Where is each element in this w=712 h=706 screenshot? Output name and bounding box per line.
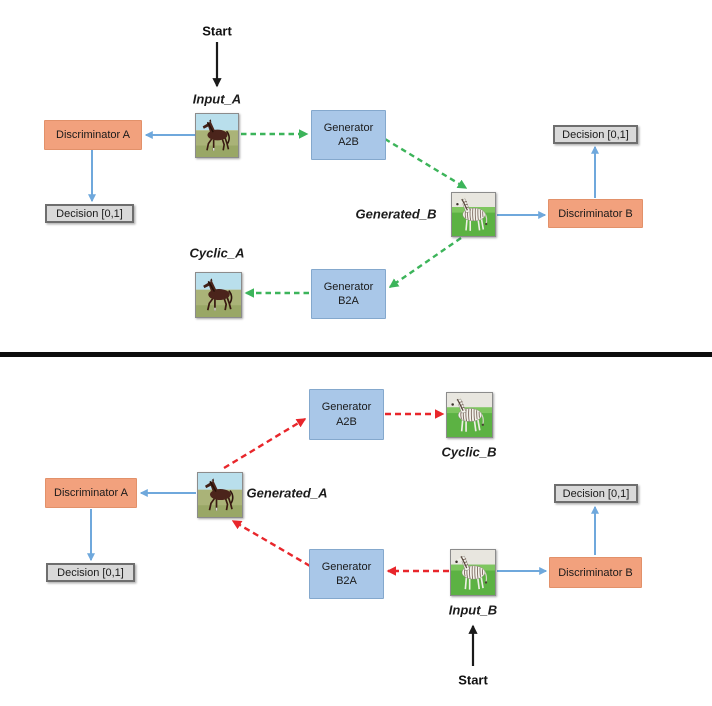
- discriminator-a-label-bottom: Discriminator A: [54, 487, 128, 499]
- section-divider: [0, 352, 712, 357]
- generator-b2a-box-top: Generator B2A: [311, 269, 386, 319]
- input-b-label: Input_B: [448, 602, 498, 618]
- cyclic-b-label: Cyclic_B: [441, 444, 497, 460]
- discriminator-b-box-top: Discriminator B: [548, 199, 643, 228]
- input-b-image: [450, 549, 496, 596]
- generator-b2a-label-bottom-line1: Generator: [321, 560, 372, 573]
- generator-b2a-label-top-line1: Generator: [323, 280, 374, 293]
- decision-box-a-top: Decision [0,1]: [45, 204, 134, 223]
- decision-label-b-top: Decision [0,1]: [562, 128, 629, 141]
- cyclic-a-label: Cyclic_A: [189, 245, 245, 261]
- generated-a-label: Generated_A: [246, 485, 328, 501]
- zebra-illustration: [451, 550, 495, 595]
- generator-a2b-label-top-line1: Generator: [323, 121, 374, 134]
- decision-box-a-bottom: Decision [0,1]: [46, 563, 135, 582]
- edge-generator-b2a-to-generated-a: [231, 519, 311, 568]
- horse-illustration: [198, 473, 242, 517]
- generator-b2a-label-top-line2: B2A: [338, 295, 359, 307]
- generator-a2b-box-top: Generator A2B: [311, 110, 386, 160]
- generated-b-label: Generated_B: [355, 206, 437, 222]
- decision-label-a-top: Decision [0,1]: [56, 207, 123, 220]
- generator-a2b-label-bottom-line2: A2B: [336, 415, 357, 428]
- decision-box-b-bottom: Decision [0,1]: [554, 484, 638, 503]
- edge-generator-a2b-to-generated-b: [384, 137, 468, 190]
- start-label-top: Start: [202, 23, 232, 39]
- input-a-image: [195, 113, 239, 158]
- discriminator-a-box-bottom: Discriminator A: [45, 478, 137, 508]
- discriminator-b-label-top: Discriminator B: [558, 207, 633, 220]
- generator-a2b-box-bottom: Generator A2B: [309, 389, 384, 440]
- horse-illustration: [196, 273, 241, 317]
- generator-a2b-label-top-line2: A2B: [338, 136, 359, 148]
- decision-label-b-bottom: Decision [0,1]: [562, 487, 630, 500]
- discriminator-b-label-bottom: Discriminator B: [558, 566, 633, 579]
- generator-b2a-label-bottom-line2: B2A: [336, 575, 357, 587]
- cyclic-b-image: [446, 392, 493, 438]
- generated-b-image: [451, 192, 496, 237]
- decision-label-a-bottom: Decision [0,1]: [57, 566, 124, 579]
- horse-illustration: [196, 114, 238, 157]
- edge-generated-a-to-generator-a2b: [223, 417, 307, 470]
- edge-generated-b-to-generator-b2a: [388, 237, 462, 288]
- cyclic-a-image: [195, 272, 242, 318]
- zebra-illustration: [447, 393, 492, 437]
- generator-a2b-label-bottom-line1: Generator: [321, 401, 372, 414]
- discriminator-a-box-top: Discriminator A: [44, 120, 142, 150]
- zebra-illustration: [452, 193, 495, 236]
- discriminator-b-box-bottom: Discriminator B: [549, 557, 642, 588]
- discriminator-a-label-top: Discriminator A: [56, 129, 130, 141]
- decision-box-b-top: Decision [0,1]: [553, 125, 638, 144]
- start-label-bottom: Start: [458, 672, 488, 688]
- generator-b2a-box-bottom: Generator B2A: [309, 549, 384, 599]
- generated-a-image: [197, 472, 243, 518]
- input-a-label: Input_A: [192, 91, 242, 107]
